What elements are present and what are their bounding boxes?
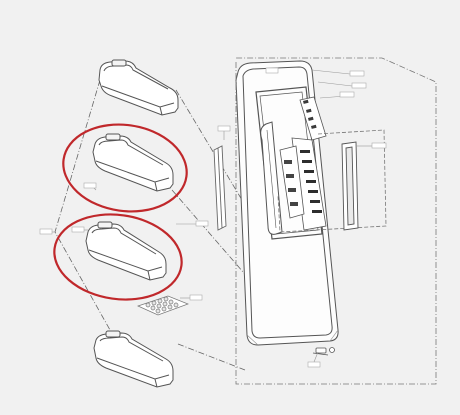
highlight-second-door-bin bbox=[62, 123, 188, 213]
callout-tags bbox=[39, 67, 387, 368]
door-assembly[interactable] bbox=[235, 60, 339, 346]
top-door-bin[interactable] bbox=[98, 59, 179, 116]
dispenser-panel[interactable] bbox=[279, 96, 327, 231]
egg-tray[interactable] bbox=[137, 295, 189, 316]
highlight-third-door-bin bbox=[53, 213, 183, 301]
dispenser-subassembly-box bbox=[277, 129, 387, 233]
door-hinge[interactable] bbox=[312, 347, 335, 356]
side-trim-panel[interactable] bbox=[341, 141, 359, 231]
bin-group-bracket bbox=[54, 79, 261, 371]
third-door-bin[interactable] bbox=[85, 221, 167, 281]
bottom-door-bin[interactable] bbox=[93, 330, 174, 388]
highlight-ellipses bbox=[53, 123, 188, 301]
callout-leader-lines bbox=[46, 69, 372, 363]
door-assembly-boundary bbox=[235, 57, 437, 385]
door-trim-strip[interactable] bbox=[213, 145, 227, 231]
second-door-bin[interactable] bbox=[92, 133, 174, 192]
